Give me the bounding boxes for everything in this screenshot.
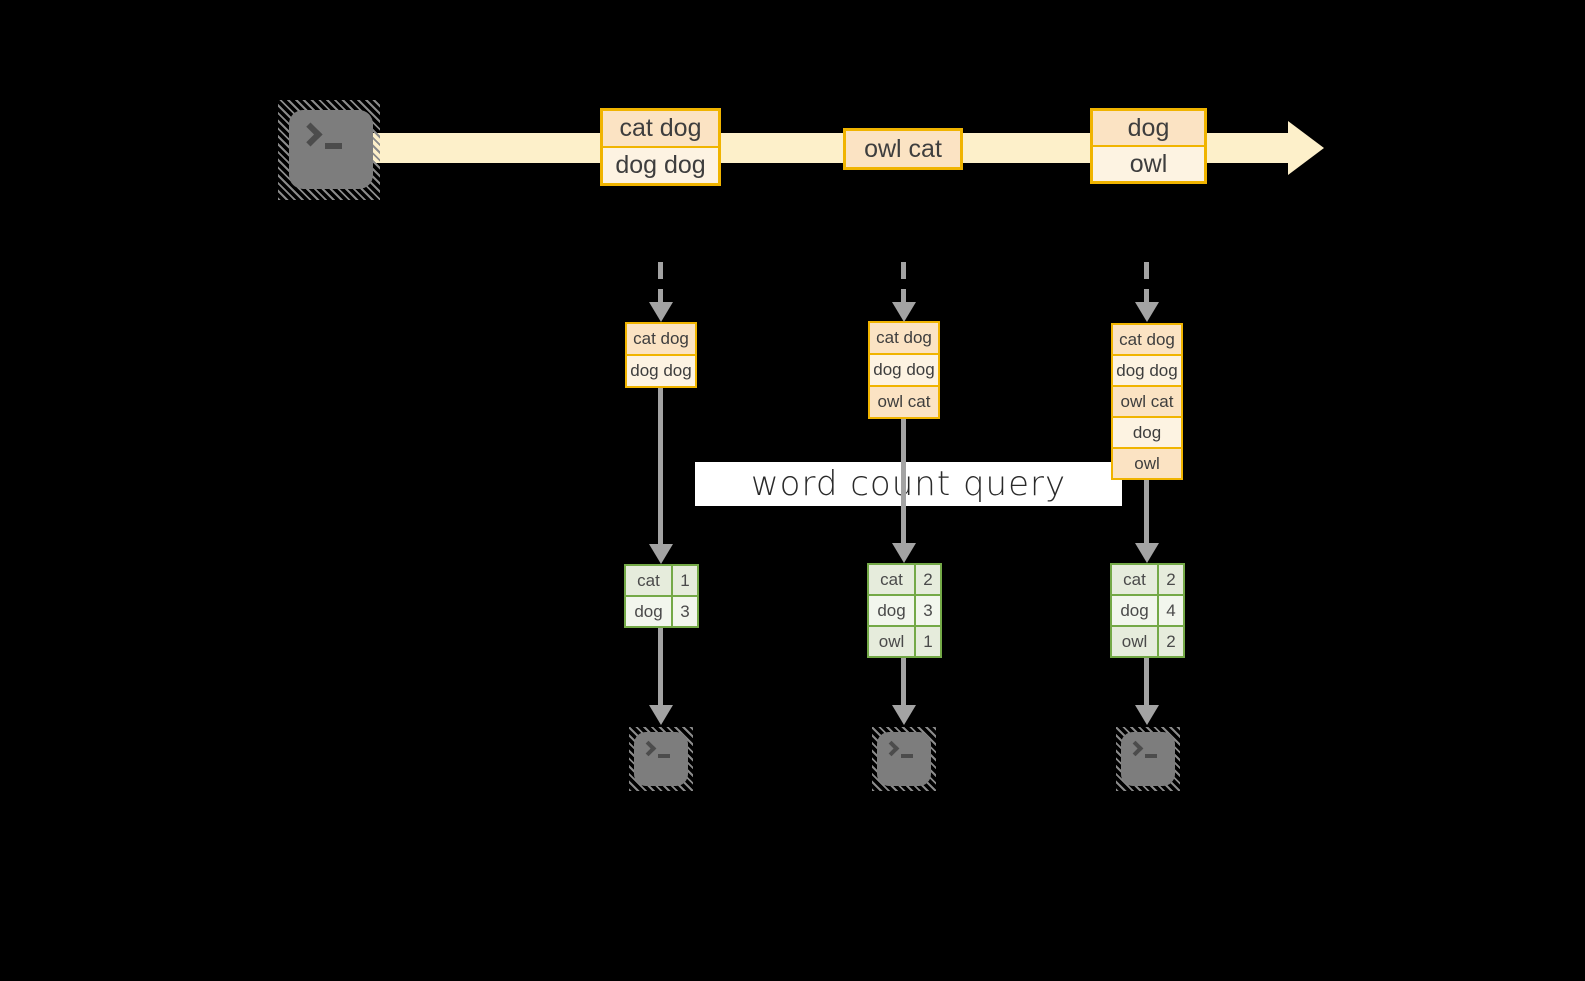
stream-batch-3: dog owl [1090,108,1207,184]
dashed-arrow-line [901,262,906,304]
stream-arrowhead [1288,121,1324,175]
query-label-band: word count query [695,462,1122,506]
result-word: owl [1112,627,1157,656]
result-word: owl [869,627,914,656]
snapshot-row: cat dog [627,324,695,354]
batch-item: cat dog [603,111,718,146]
arrowhead-icon [1135,302,1159,322]
batch-item: dog [1093,111,1204,145]
terminal-body [289,110,373,189]
stream-batch-2: owl cat [843,128,963,170]
terminal-body [634,732,688,786]
arrowhead-icon [892,705,916,725]
batch-item: owl [1093,147,1204,181]
prompt-chevron-icon [298,122,323,147]
result-count: 1 [916,627,940,656]
prompt-underscore-icon [658,754,670,758]
arrow-line [901,419,906,543]
arrowhead-icon [649,302,673,322]
snapshot-row: cat dog [870,323,938,353]
arrow-line [1144,658,1149,707]
snapshot-row: owl cat [870,387,938,417]
dashed-arrow-line [658,262,663,304]
batch-item: dog dog [603,148,718,183]
snapshot-row: dog [1113,418,1181,447]
snapshot-row: dog dog [627,356,695,386]
arrowhead-icon [1135,543,1159,563]
result-count: 3 [916,596,940,625]
snapshot-row: dog dog [870,355,938,385]
prompt-underscore-icon [325,143,342,149]
batch-item: owl cat [846,131,960,167]
result-table-1: cat 1 dog 3 [624,564,699,628]
arrowhead-icon [892,543,916,563]
snapshot-row: owl cat [1113,387,1181,416]
result-count: 2 [916,565,940,594]
arrow-line [901,658,906,707]
terminal-body [1121,732,1175,786]
result-table-3: cat 2 dog 4 owl 2 [1110,563,1185,658]
result-count: 2 [1159,627,1183,656]
result-word: dog [626,597,671,626]
input-snapshot-3: cat dog dog dog owl cat dog owl [1111,323,1183,480]
terminal-icon [278,100,380,200]
arrow-line [658,628,663,707]
result-count: 3 [673,597,697,626]
snapshot-row: owl [1113,449,1181,478]
arrow-line [1144,480,1149,543]
arrow-line [658,388,663,544]
arrowhead-icon [649,544,673,564]
input-snapshot-2: cat dog dog dog owl cat [868,321,940,419]
arrowhead-icon [649,705,673,725]
result-table-2: cat 2 dog 3 owl 1 [867,563,942,658]
result-count: 2 [1159,565,1183,594]
snapshot-row: cat dog [1113,325,1181,354]
snapshot-row: dog dog [1113,356,1181,385]
terminal-body [877,732,931,786]
terminal-icon [1116,727,1180,791]
prompt-underscore-icon [901,754,913,758]
query-label: word count query [750,464,1067,504]
dashed-arrow-line [1144,262,1149,304]
prompt-chevron-icon [1127,740,1144,757]
result-word: cat [1112,565,1157,594]
result-word: cat [626,566,671,595]
result-word: dog [869,596,914,625]
stream-batch-1: cat dog dog dog [600,108,721,186]
arrowhead-icon [892,302,916,322]
result-count: 4 [1159,596,1183,625]
terminal-icon [629,727,693,791]
result-count: 1 [673,566,697,595]
prompt-chevron-icon [883,740,900,757]
prompt-underscore-icon [1145,754,1157,758]
result-word: cat [869,565,914,594]
terminal-icon [872,727,936,791]
arrowhead-icon [1135,705,1159,725]
input-snapshot-1: cat dog dog dog [625,322,697,388]
prompt-chevron-icon [640,740,657,757]
result-word: dog [1112,596,1157,625]
